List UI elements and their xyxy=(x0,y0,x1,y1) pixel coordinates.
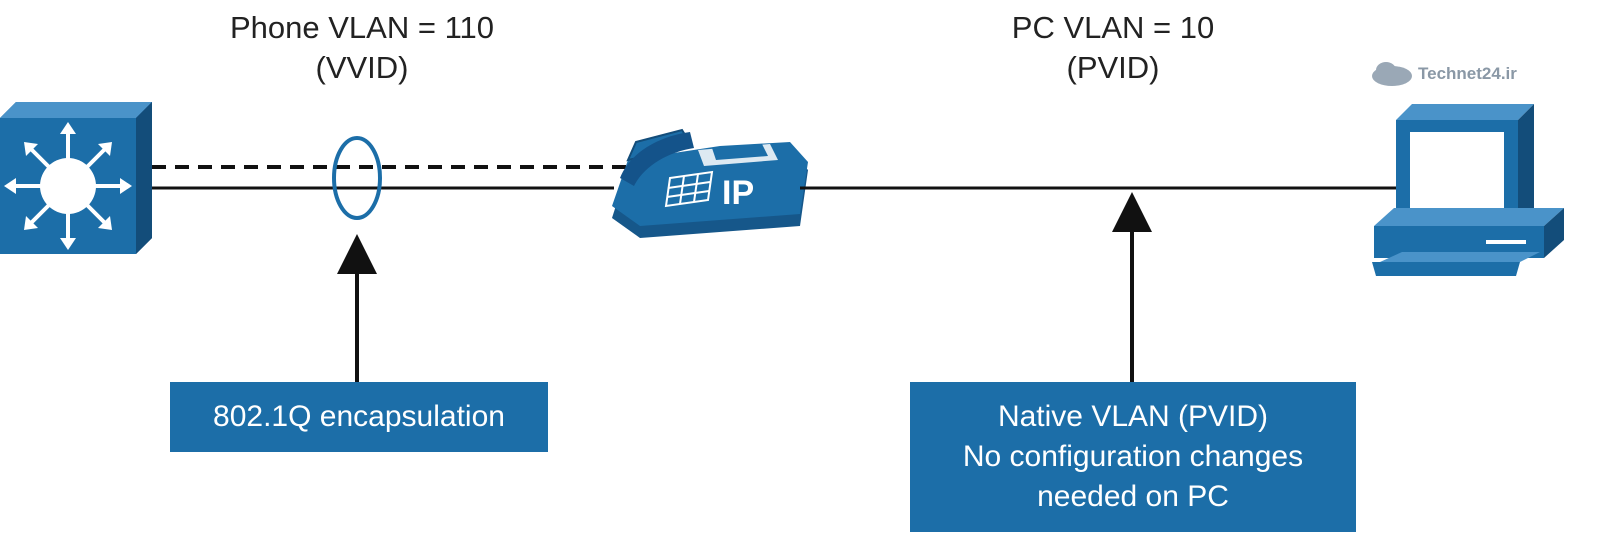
encapsulation-callout: 802.1Q encapsulation xyxy=(170,382,548,452)
native-vlan-line1: Native VLAN (PVID) xyxy=(997,400,1269,433)
encapsulation-ellipse xyxy=(332,136,382,220)
phone-vlan-label: Phone VLAN = 110 (VVID) xyxy=(192,8,532,88)
encapsulation-text: 802.1Q encapsulation xyxy=(213,400,505,433)
watermark-cloud-icon xyxy=(1372,62,1412,86)
native-vlan-line2: No configuration changes xyxy=(962,440,1304,473)
pc-vlan-label: PC VLAN = 10 (PVID) xyxy=(958,8,1268,88)
pc-icon xyxy=(1372,104,1564,276)
watermark-text: Technet24.ir xyxy=(1418,64,1517,83)
switch-icon xyxy=(0,102,152,254)
native-vlan-line3: needed on PC xyxy=(1037,480,1229,513)
native-vlan-callout: Native VLAN (PVID) No configuration chan… xyxy=(910,382,1356,532)
pc-vlan-title: PC VLAN = 10 xyxy=(1011,10,1215,45)
phone-ip-badge: IP xyxy=(722,174,754,212)
ip-phone-icon: IP xyxy=(612,128,808,238)
watermark: Technet24.ir xyxy=(1368,56,1568,96)
phone-vlan-title: Phone VLAN = 110 xyxy=(230,10,494,45)
pc-vlan-subtitle: (PVID) xyxy=(1066,50,1160,85)
phone-vlan-subtitle: (VVID) xyxy=(315,50,409,85)
